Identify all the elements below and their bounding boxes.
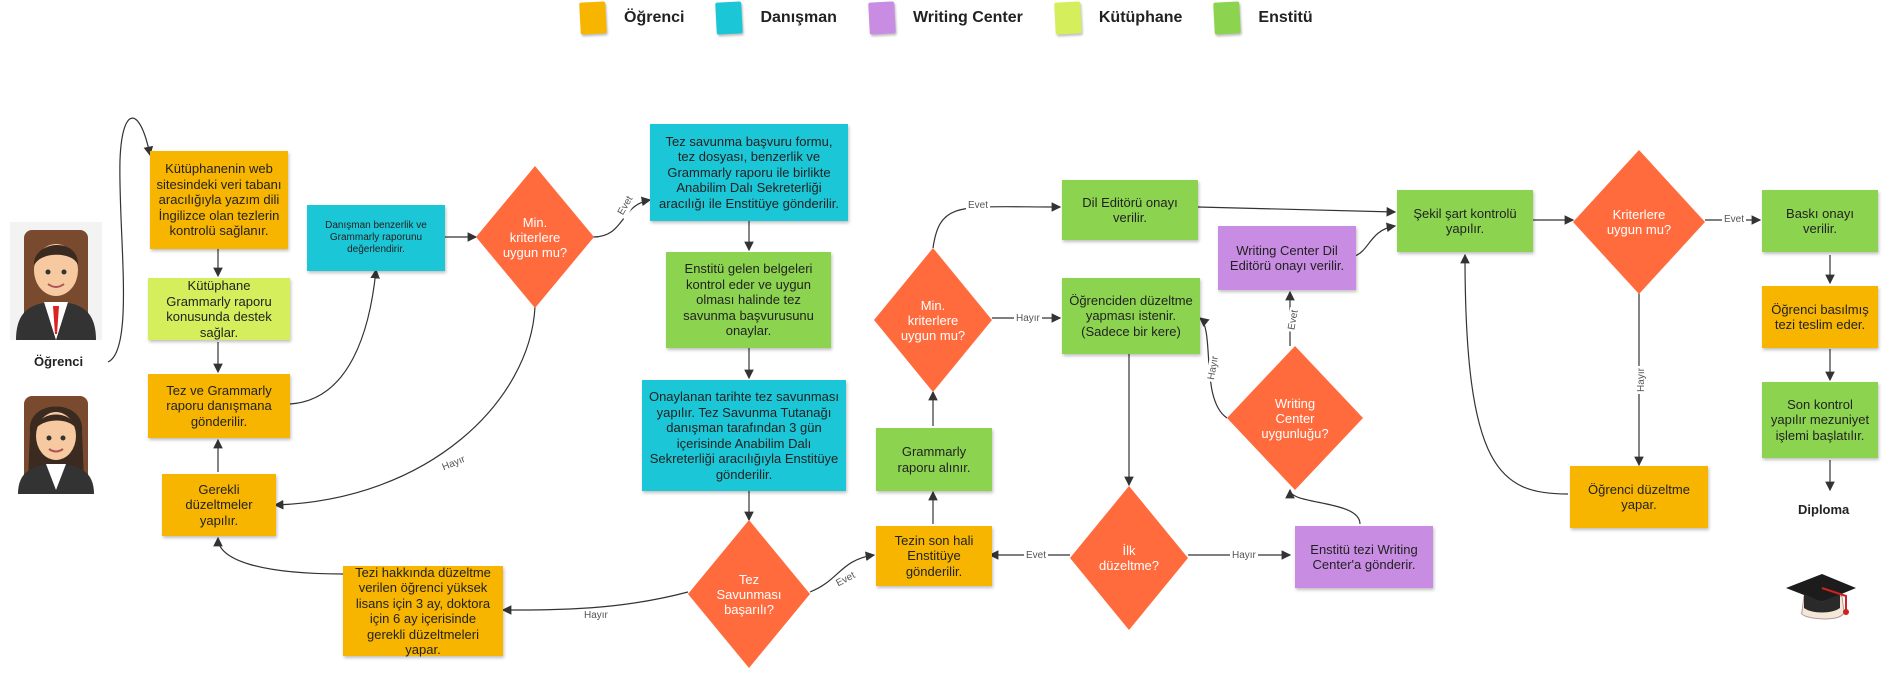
edge-label-no: Hayır bbox=[1014, 313, 1042, 325]
decision-criteria-ok: Kriterlere uygun mu? bbox=[1573, 150, 1705, 294]
decision-defense-success: Tez Savunması başarılı? bbox=[688, 520, 810, 668]
node-print-approval: Baskı onayı verilir. bbox=[1762, 190, 1878, 252]
decision-label: Min. kriterlere uygun mu? bbox=[502, 214, 568, 260]
edge-label-yes: Evet bbox=[1024, 550, 1049, 562]
node-library-grammarly: Kütüphane Grammarly raporu konusunda des… bbox=[148, 278, 290, 340]
legend-swatch bbox=[579, 1, 607, 35]
female-student-avatar-icon bbox=[18, 396, 94, 494]
decision-label: Writing Center uygunluğu? bbox=[1261, 395, 1329, 441]
male-student-avatar-icon bbox=[10, 222, 102, 340]
decision-label: Kriterlere uygun mu? bbox=[1606, 207, 1672, 237]
edge-label-no: Hayır bbox=[1230, 550, 1258, 562]
graduation-cap-icon bbox=[1786, 574, 1856, 620]
legend-swatch bbox=[715, 1, 744, 35]
node-wc-editor-approval: Writing Center Dil Editörü onayı verilir… bbox=[1218, 226, 1356, 290]
edge-dec3-yes bbox=[932, 202, 1062, 249]
decision-first-correction: İlk düzeltme? bbox=[1070, 486, 1188, 630]
decision-label: Min. kriterlere uygun mu? bbox=[900, 297, 966, 343]
node-request-correction: Öğrenciden düzeltme yapması istenir. (Sa… bbox=[1062, 278, 1200, 354]
edge-dec2-yes bbox=[809, 551, 876, 593]
node-required-fixes: Gerekli düzeltmeler yapılır. bbox=[162, 474, 276, 536]
legend: Öğrenci Danışman Writing Center Kütüphan… bbox=[579, 1, 1345, 35]
node-grammarly-report: Grammarly raporu alınır. bbox=[876, 428, 992, 491]
edge-correct-to-fix bbox=[213, 536, 344, 575]
legend-label: Kütüphane bbox=[1098, 9, 1183, 26]
legend-item-enstitu: Enstitü bbox=[1213, 1, 1313, 35]
decision-min-criteria-2: Min. kriterlere uygun mu? bbox=[874, 248, 992, 392]
edge-label-no: Hayır bbox=[1635, 366, 1648, 394]
node-student-corrects: Öğrenci düzeltme yapar. bbox=[1570, 466, 1708, 528]
legend-swatch bbox=[1054, 1, 1082, 35]
edge-student-start bbox=[107, 117, 154, 363]
node-institute-approve: Enstitü gelen belgeleri kontrol eder ve … bbox=[666, 252, 831, 348]
legend-label: Öğrenci bbox=[624, 9, 685, 26]
node-send-to-wc: Enstitü tezi Writing Center'a gönderir. bbox=[1295, 526, 1433, 588]
legend-item-kutuphane: Kütüphane bbox=[1054, 1, 1183, 35]
node-deliver-printed: Öğrenci basılmış tezi teslim eder. bbox=[1762, 286, 1878, 348]
decision-label: İlk düzeltme? bbox=[1099, 543, 1159, 573]
legend-label: Danışman bbox=[760, 9, 837, 26]
decision-min-criteria-1: Min. kriterlere uygun mu? bbox=[476, 166, 594, 308]
legend-item-danisman: Danışman bbox=[715, 1, 837, 35]
node-send-to-advisor: Tez ve Grammarly raporu danışmana gönder… bbox=[148, 374, 290, 438]
node-format-check: Şekil şart kontrolü yapılır. bbox=[1397, 190, 1533, 252]
node-advisor-evaluate: Danışman benzerlik ve Grammarly raporunu… bbox=[307, 205, 445, 271]
edge-label-yes: Evet bbox=[966, 200, 991, 212]
student-label: Öğrenci bbox=[34, 354, 84, 369]
edge-dec1-yes bbox=[592, 196, 652, 238]
edge-label-yes: Evet bbox=[1722, 214, 1747, 226]
node-language-editor: Dil Editörü onayı verilir. bbox=[1062, 180, 1198, 240]
edge-label-no: Hayır bbox=[582, 610, 610, 622]
edge-dec2-no bbox=[501, 591, 689, 615]
node-application-submit: Tez savunma başvuru formu, tez dosyası, … bbox=[650, 124, 848, 221]
legend-swatch bbox=[1213, 1, 1242, 35]
node-final-version: Tezin son hali Enstitüye gönderilir. bbox=[876, 526, 992, 586]
edge-dec1-no bbox=[273, 306, 536, 510]
diploma-label: Diploma bbox=[1798, 502, 1850, 517]
edge-wcedit-to-shape bbox=[1354, 222, 1397, 257]
legend-item-writing-center: Writing Center bbox=[868, 1, 1023, 35]
node-correction-period: Tezi hakkında düzeltme verilen öğrenci y… bbox=[343, 565, 503, 657]
decision-wc-suitability: Writing Center uygunluğu? bbox=[1227, 346, 1363, 490]
edge-wc-to-dec5 bbox=[1285, 488, 1361, 525]
edge-editor-to-shape bbox=[1197, 206, 1397, 217]
legend-label: Writing Center bbox=[912, 9, 1023, 26]
node-library-check: Kütüphanenin web sitesindeki veri tabanı… bbox=[150, 151, 288, 249]
node-final-check: Son kontrol yapılır mezuniyet işlemi baş… bbox=[1762, 382, 1878, 458]
edge-send-to-advisor bbox=[289, 268, 380, 405]
legend-label: Enstitü bbox=[1258, 9, 1313, 26]
legend-swatch bbox=[868, 1, 896, 35]
edge-student-fix-to-shape bbox=[1460, 253, 1569, 495]
node-thesis-defense: Onaylanan tarihte tez savunması yapılır.… bbox=[642, 380, 846, 491]
legend-item-ogrenci: Öğrenci bbox=[579, 1, 685, 35]
decision-label: Tez Savunması başarılı? bbox=[716, 571, 782, 617]
